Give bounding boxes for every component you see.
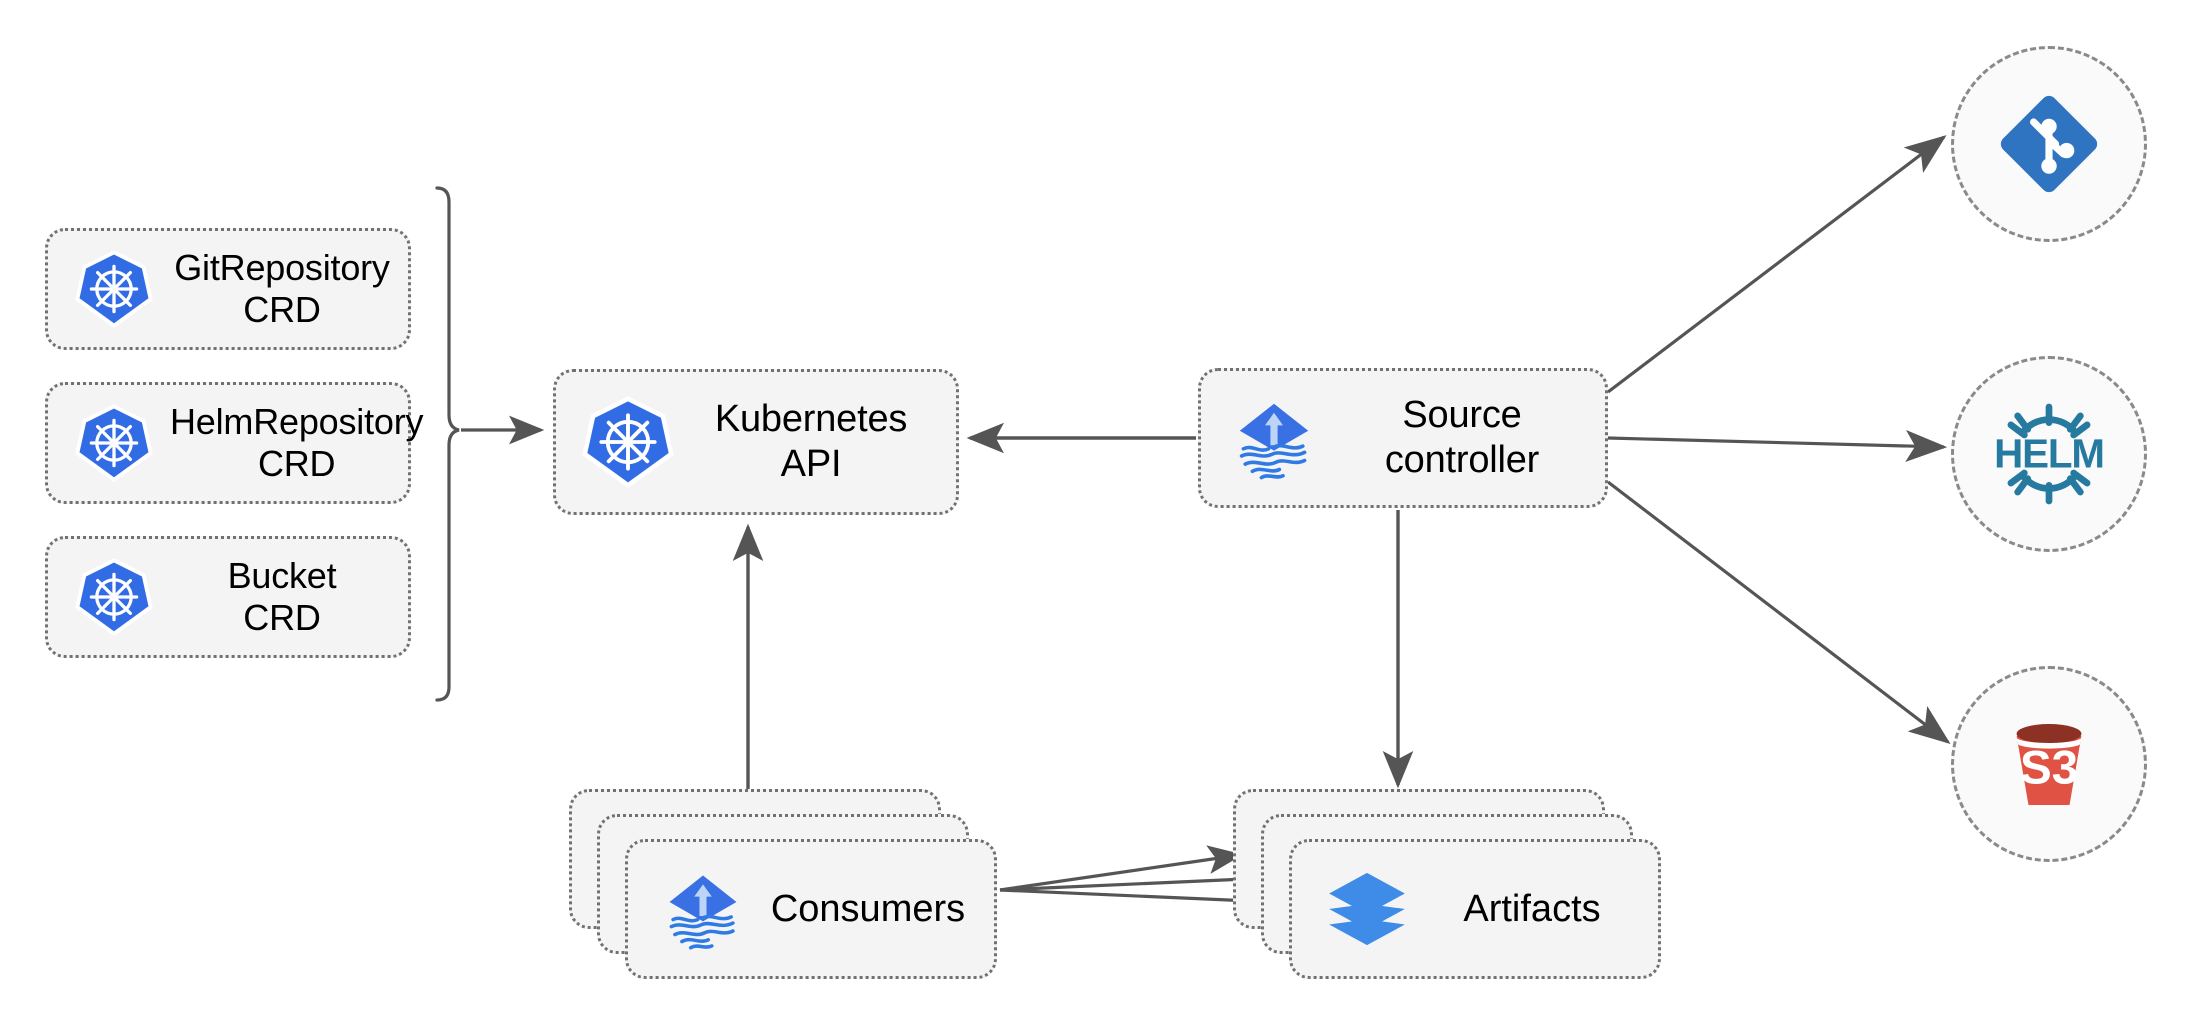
helm-icon: HELM: [1993, 398, 2105, 510]
consumers-sheet-front[interactable]: Consumers: [625, 839, 997, 979]
edge-source-controller-to-git: [1607, 135, 1947, 394]
node-label: Bucket CRD: [227, 554, 337, 638]
edge-source-controller-to-s3: [1607, 480, 1951, 744]
crd-group-bracket: [435, 186, 460, 702]
node-helmrepository-crd[interactable]: HelmRepository CRD: [45, 382, 423, 504]
artifacts-sheet-front[interactable]: Artifacts: [1289, 839, 1661, 979]
node-s3-source[interactable]: S3: [1951, 666, 2147, 862]
node-kubernetes-api[interactable]: Kubernetes API: [553, 369, 959, 515]
flux-icon: [644, 865, 762, 953]
node-label: Kubernetes API: [714, 398, 908, 485]
edge-consumers-to-artifacts-2: [999, 865, 1272, 894]
kubernetes-icon: [568, 396, 688, 488]
node-bucket-crd[interactable]: Bucket CRD: [45, 536, 411, 658]
node-git-source[interactable]: [1951, 46, 2147, 242]
helm-wordmark: HELM: [1994, 430, 2104, 476]
s3-wordmark: S3: [2020, 741, 2078, 794]
edge-source-controller-to-helm: [1607, 429, 1948, 462]
layers-icon: [1308, 866, 1426, 952]
node-helm-source[interactable]: HELM: [1951, 356, 2147, 552]
node-label: Consumers: [770, 887, 966, 930]
edge-consumers-to-artifacts-1: [999, 845, 1244, 892]
node-consumers-stack[interactable]: Consumers: [569, 789, 997, 985]
node-label: Artifacts: [1463, 887, 1601, 930]
flux-icon: [1215, 393, 1333, 483]
kubernetes-icon: [58, 558, 170, 636]
node-gitrepository-crd[interactable]: GitRepository CRD: [45, 228, 411, 350]
git-icon: [1994, 89, 2104, 199]
node-source-controller[interactable]: Source controller: [1198, 368, 1608, 508]
node-label: GitRepository CRD: [174, 246, 390, 330]
s3-bucket-icon: S3: [1995, 710, 2103, 818]
node-label: HelmRepository CRD: [170, 400, 424, 484]
node-artifacts-stack[interactable]: Artifacts: [1233, 789, 1661, 985]
kubernetes-icon: [58, 404, 170, 482]
kubernetes-icon: [58, 250, 170, 328]
node-label: Source controller: [1384, 394, 1540, 481]
